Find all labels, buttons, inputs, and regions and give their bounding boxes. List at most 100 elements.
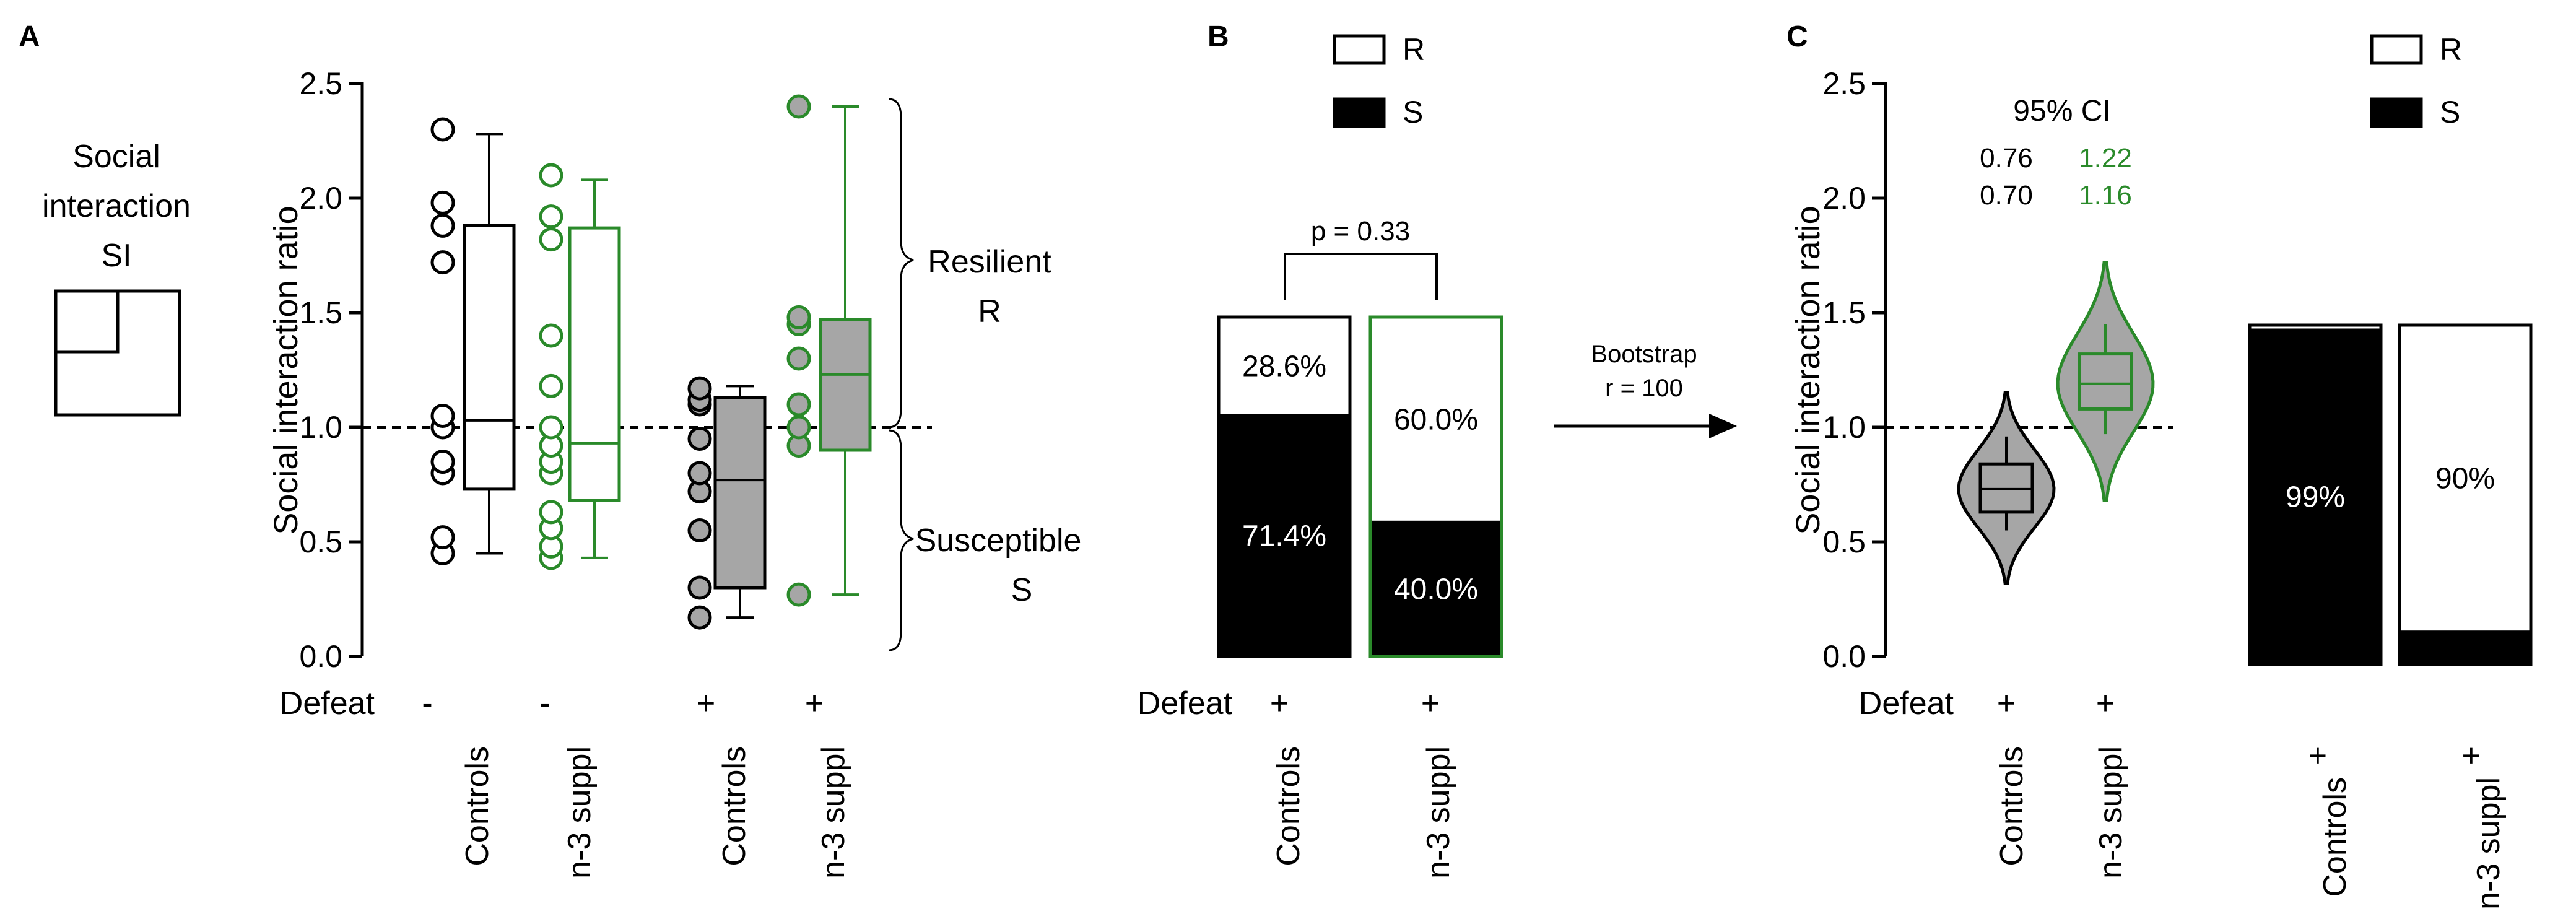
data-point (539, 204, 564, 229)
data-point (687, 605, 712, 630)
ci-title: 95% CI (2013, 95, 2110, 128)
significance-bracket (1284, 253, 1438, 300)
data-point (539, 373, 564, 398)
panel-c-right-category-label-2: n-3 suppl (2471, 777, 2507, 910)
resilient-label: Resilient (928, 244, 1051, 280)
legend-swatch-s (1333, 97, 1386, 128)
bar-segment-s (1219, 414, 1350, 656)
panel-a-plot: 0.00.51.01.52.02.5-Controls-n-3 suppl+Co… (299, 66, 932, 879)
data-point (687, 427, 712, 451)
legend2-swatch-r (2370, 34, 2423, 65)
box-iqr (819, 318, 872, 452)
panel-b-defeat-value-1: + (1270, 686, 1289, 721)
panel-c-right-plot: 99% + Controls 90% + n-3 suppl (2248, 323, 2533, 910)
data-point (786, 415, 811, 440)
bar-segment-r (2250, 325, 2381, 329)
panel-a-defeat-value-1: - (422, 686, 432, 721)
panel-b-bar-1: 28.6%71.4% (1217, 315, 1352, 658)
bar-segment-s (2250, 328, 2381, 664)
susceptible-label: Susceptible (915, 523, 1082, 559)
data-point (430, 117, 455, 142)
panel-b-defeat-value-2: + (1421, 686, 1440, 721)
panel-a-category-label-1: Controls (459, 746, 495, 866)
bar-segment-s (2400, 630, 2531, 664)
ci-n3-upper: 1.22 (2079, 143, 2132, 173)
panel-a-defeat-value-3: + (697, 686, 715, 721)
panel-c-y-tick-label: 2.5 (1822, 66, 1866, 101)
data-point (687, 518, 712, 542)
bar-label-r: 28.6% (1242, 350, 1326, 383)
panel-c-right-bar-1: 99% (2248, 323, 2383, 666)
panel-c-y-tick-label: 0.0 (1822, 639, 1866, 674)
panel-a-box-3 (713, 385, 767, 619)
panel-b-category-label-2: n-3 suppl (1421, 746, 1456, 879)
panel-a-defeat-value-4: + (805, 686, 824, 721)
panel-a-points-1 (430, 117, 455, 565)
resilient-brace (888, 98, 914, 429)
bar-outline (2248, 323, 2383, 666)
panel-label-c: C (1786, 20, 1808, 53)
panel-a-points-3 (687, 376, 712, 630)
bar-outline (1217, 315, 1352, 658)
box-iqr (713, 396, 767, 590)
bootstrap-arrow (1554, 414, 1737, 438)
panel-a-points-4 (786, 94, 811, 607)
p-value-label: p = 0.33 (1311, 216, 1410, 246)
schematic-line-1: Social (72, 139, 160, 175)
data-point (430, 190, 455, 215)
panel-a-box-1 (463, 133, 516, 555)
legend-swatch-r (1333, 34, 1386, 65)
panel-c-right-bar-2: 90% (2398, 323, 2533, 666)
bar-value-label: 90% (2435, 463, 2495, 495)
data-point (430, 213, 455, 238)
data-point (539, 227, 564, 252)
panel-a-y-label: Social interaction ratio (268, 206, 305, 534)
panel-a-box-4 (819, 105, 872, 596)
panel-a-box-2 (568, 178, 621, 559)
data-point (786, 305, 811, 329)
panel-c-violin-1 (1957, 391, 2056, 585)
panel-c-right-defeat-value-1: + (2300, 746, 2336, 765)
bar-segment-r (1370, 317, 1502, 521)
defeat-label-c: Defeat (1859, 686, 1954, 721)
panel-c-right-defeat-value-2: + (2453, 746, 2489, 765)
defeat-label-b: Defeat (1138, 686, 1233, 721)
panel-c-right-legend: R S (2370, 32, 2462, 129)
legend2-swatch-s (2370, 97, 2423, 128)
data-point (430, 450, 455, 474)
data-point (786, 346, 811, 371)
data-point (430, 404, 455, 428)
panel-c-y-tick-label: 1.0 (1822, 410, 1866, 445)
panel-label-a: A (19, 20, 40, 53)
panel-a-y-tick-label: 2.5 (299, 66, 342, 101)
ci-controls-upper: 0.76 (1980, 143, 2033, 173)
ci-n3-lower: 1.16 (2079, 180, 2132, 211)
legend2-label-r: R (2440, 32, 2462, 67)
ci-controls-lower: 0.70 (1980, 180, 2033, 211)
box-iqr (568, 226, 621, 502)
bar-value-label: 99% (2286, 481, 2345, 514)
data-point (539, 500, 564, 525)
panel-a-category-label-4: n-3 suppl (816, 746, 851, 879)
panel-a-y-tick-label: 2.0 (299, 181, 342, 216)
panel-label-b: B (1208, 20, 1229, 53)
panel-c-category-label-1: Controls (1994, 746, 2030, 866)
data-point (786, 582, 811, 607)
social-interaction-schematic: Social interaction SI (42, 139, 191, 417)
defeat-label-a: Defeat (280, 686, 375, 721)
data-point (786, 392, 811, 417)
panel-a-points-2 (539, 163, 564, 570)
panel-c-right-category-label-1: Controls (2317, 777, 2353, 897)
schematic-line-3: SI (101, 238, 131, 274)
bar-segment-s (1370, 520, 1502, 656)
legend-label-s: S (1403, 95, 1423, 129)
bar-outline (1368, 315, 1503, 658)
panel-c-category-label-2: n-3 suppl (2093, 746, 2129, 879)
panel-a-y-tick-label: 0.0 (299, 639, 342, 674)
panel-a-y-tick-label: 1.0 (299, 410, 342, 445)
interaction-zone (56, 291, 120, 354)
panel-a-y-tick-label: 0.5 (299, 525, 342, 559)
panel-b-bar-2: 60.0%40.0% (1368, 315, 1503, 658)
